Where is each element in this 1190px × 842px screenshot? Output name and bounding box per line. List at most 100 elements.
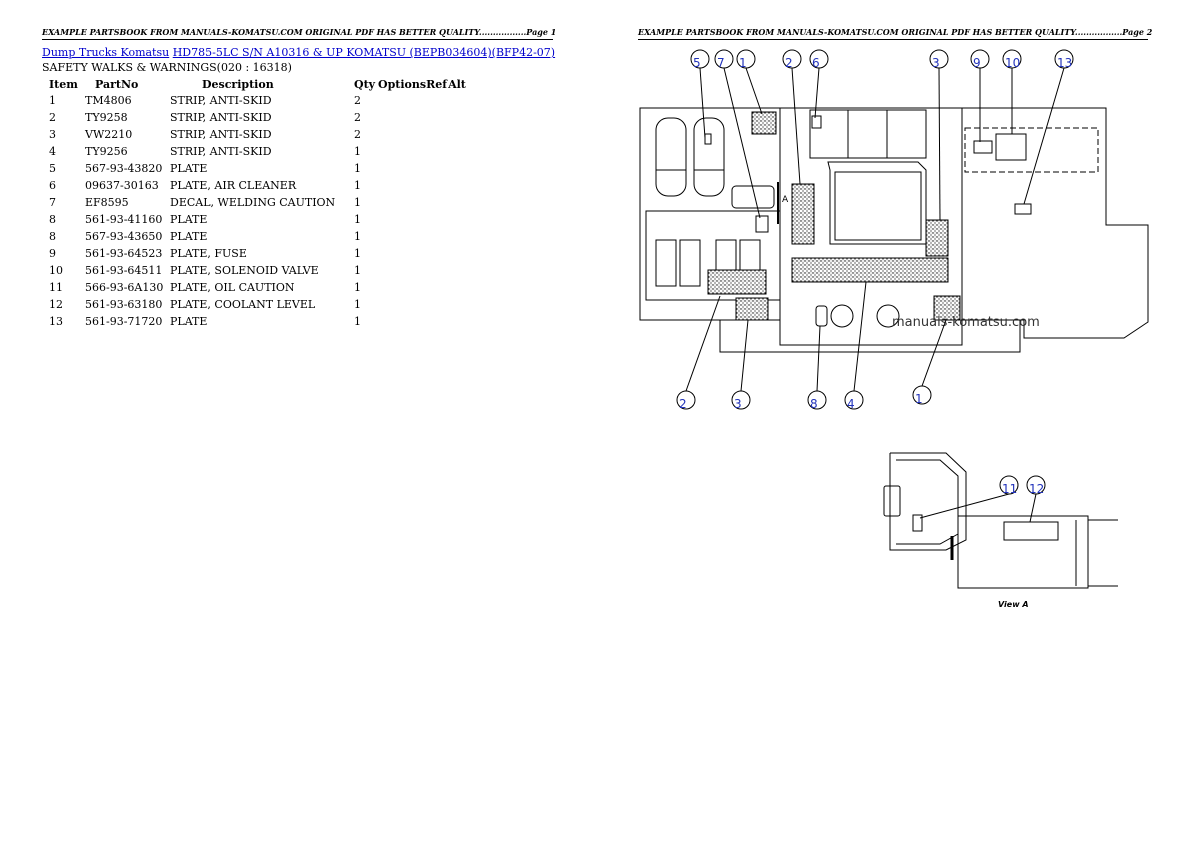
callout-leader-line <box>685 295 721 392</box>
section-title: SAFETY WALKS & WARNINGS(020 : 16318) <box>42 61 292 74</box>
cell-item: 12 <box>49 298 63 311</box>
cell-description: PLATE <box>170 315 208 328</box>
page-header-1: EXAMPLE PARTSBOOK FROM MANUALS-KOMATSU.C… <box>42 27 556 40</box>
cell-qty: 1 <box>354 179 361 192</box>
cell-description: PLATE <box>170 230 208 243</box>
cell-description: DECAL, WELDING CAUTION <box>170 196 336 209</box>
callout-number: 13 <box>1057 56 1072 70</box>
callout-circle <box>782 49 802 69</box>
callout-circle <box>929 49 949 69</box>
callout-leader-line <box>740 319 749 392</box>
col-header-description: Description <box>202 78 274 91</box>
col-header-ref: Ref <box>426 78 447 91</box>
col-header-alt: Alt <box>448 78 466 91</box>
callout-number: 1 <box>915 392 923 406</box>
cell-qty: 1 <box>354 196 361 209</box>
cell-qty: 1 <box>354 230 361 243</box>
table-row: 8 567-93-43650 PLATE 1 <box>42 228 468 245</box>
table-row: 3 VW2210 STRIP, ANTI-SKID 2 <box>42 126 468 143</box>
cell-description: PLATE, AIR CLEANER <box>170 179 297 192</box>
callout-leader-line <box>791 67 801 185</box>
cell-partno: 561-93-71720 <box>85 315 163 328</box>
cell-description: PLATE, OIL CAUTION <box>170 281 295 294</box>
cell-item: 9 <box>49 247 56 260</box>
callout-number: 2 <box>679 397 687 411</box>
cell-item: 8 <box>49 230 56 243</box>
callout-leader-line <box>919 493 1010 519</box>
cell-item: 2 <box>49 111 56 124</box>
cell-partno: 567-93-43820 <box>85 162 163 175</box>
cell-qty: 1 <box>354 281 361 294</box>
anti-skid-strips <box>707 111 961 321</box>
cell-item: 1 <box>49 94 56 107</box>
breadcrumb-link-model[interactable]: HD785-5LC S/N A10316 & UP KOMATSU (BEPB0… <box>172 46 556 59</box>
callout-circle <box>807 390 827 410</box>
callout-number: 8 <box>810 397 818 411</box>
breadcrumb: Dump Trucks Komatsu HD785-5LC S/N A10316… <box>42 46 555 59</box>
cell-item: 10 <box>49 264 63 277</box>
cell-description: PLATE, FUSE <box>170 247 247 260</box>
cell-qty: 2 <box>354 128 361 141</box>
cell-qty: 1 <box>354 315 361 328</box>
cell-description: PLATE, COOLANT LEVEL <box>170 298 316 311</box>
callout-number: 6 <box>812 56 820 70</box>
cell-partno: 566-93-6A130 <box>85 281 164 294</box>
cell-qty: 1 <box>354 145 361 158</box>
cell-partno: VW2210 <box>85 128 133 141</box>
cell-partno: TM4806 <box>85 94 132 107</box>
callout-leader-line <box>745 67 763 115</box>
table-row: 11 566-93-6A130 PLATE, OIL CAUTION 1 <box>42 279 468 296</box>
cell-item: 7 <box>49 196 56 209</box>
col-header-options: Options <box>378 78 427 91</box>
callout-circle <box>999 475 1019 495</box>
table-row: 7 EF8595 DECAL, WELDING CAUTION 1 <box>42 194 468 211</box>
callout-number: 11 <box>1002 482 1017 496</box>
cell-partno: 567-93-43650 <box>85 230 163 243</box>
callout-number: 9 <box>973 56 981 70</box>
cell-qty: 1 <box>354 247 361 260</box>
watermark-text: manuals-komatsu.com <box>892 315 1040 330</box>
callout-number: 2 <box>785 56 793 70</box>
cell-partno: TY9258 <box>85 111 128 124</box>
callout-leader-line <box>723 67 761 219</box>
cell-partno: 561-93-64511 <box>85 264 163 277</box>
cell-qty: 1 <box>354 264 361 277</box>
cell-partno: 09637-30163 <box>85 179 159 192</box>
callout-circle <box>1026 475 1046 495</box>
cell-description: STRIP, ANTI-SKID <box>170 128 272 141</box>
callout-circle <box>912 385 932 405</box>
callout-circle <box>809 49 829 69</box>
cell-partno: EF8595 <box>85 196 129 209</box>
cell-qty: 2 <box>354 111 361 124</box>
cell-description: STRIP, ANTI-SKID <box>170 145 272 158</box>
cell-item: 3 <box>49 128 56 141</box>
callout-leader-line <box>814 67 820 119</box>
callout-number: 1 <box>739 56 747 70</box>
callout-leader-line <box>921 319 947 387</box>
callout-leader-line <box>1029 493 1037 523</box>
callout-circle <box>731 390 751 410</box>
cell-item: 11 <box>49 281 63 294</box>
parts-table: Item PartNo Description Qty Options Ref … <box>42 77 468 330</box>
cell-qty: 1 <box>354 213 361 226</box>
table-row: 2 TY9258 STRIP, ANTI-SKID 2 <box>42 109 468 126</box>
callout-leader-line <box>816 325 821 392</box>
cell-description: STRIP, ANTI-SKID <box>170 111 272 124</box>
breadcrumb-link-category[interactable]: Dump Trucks Komatsu <box>42 46 170 59</box>
callout-number: 12 <box>1029 482 1044 496</box>
col-header-item: Item <box>49 78 78 91</box>
callout-number: 4 <box>847 397 855 411</box>
page-header-2: EXAMPLE PARTSBOOK FROM MANUALS-KOMATSU.C… <box>638 27 1152 40</box>
cell-item: 6 <box>49 179 56 192</box>
callout-leader-line <box>1023 67 1065 205</box>
callout-circle <box>736 49 756 69</box>
col-header-partno: PartNo <box>95 78 139 91</box>
callout-number: 5 <box>693 56 701 70</box>
